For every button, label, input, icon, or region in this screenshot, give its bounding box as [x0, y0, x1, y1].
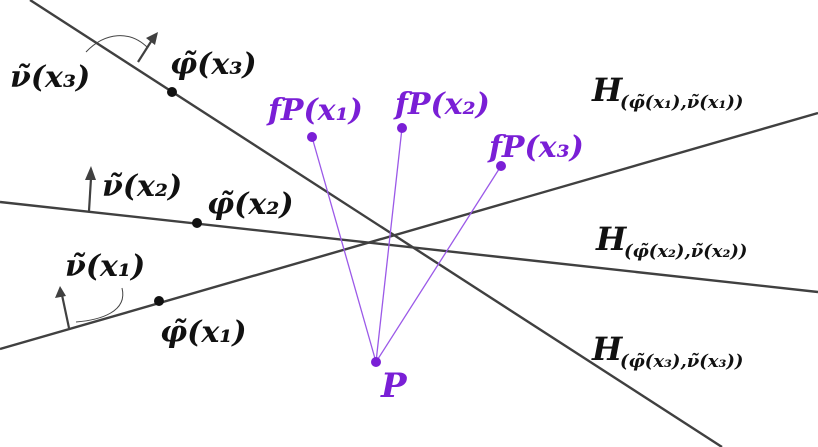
label-nu-x1: ν̃(x₁): [65, 249, 145, 284]
nu3-connector-arc: [85, 35, 149, 53]
label-H3: H (φ̃(x₃),ν̃(x₃)): [591, 330, 743, 372]
label-H1-main: H: [591, 71, 624, 109]
projection-line-1: [311, 136, 377, 363]
point-phi-x2: [192, 218, 202, 228]
normal-arrow-2: [85, 166, 96, 212]
point-fp-x3: [496, 161, 506, 171]
point-phi-x1: [154, 296, 164, 306]
hyperplane-line-3: [29, 0, 723, 447]
hyperplane-line-1: [0, 111, 818, 351]
point-fp-x2: [397, 123, 407, 133]
label-fp-x1: fP(x₁): [266, 93, 363, 128]
point-fp-x1: [307, 132, 317, 142]
label-P: P: [380, 366, 408, 406]
label-fp-x2: fP(x₂): [393, 87, 490, 122]
label-phi-x1: φ̃(x₁): [160, 315, 247, 350]
label-fp-x3: fP(x₃): [487, 130, 584, 165]
point-phi-x3: [167, 87, 177, 97]
hyperplane-line-2: [0, 200, 818, 294]
label-phi-x2: φ̃(x₂): [207, 187, 294, 222]
label-H2-sub: (φ̃(x₂),ν̃(x₂)): [624, 241, 747, 262]
label-phi-x3: φ̃(x₃): [170, 47, 257, 82]
label-H3-main: H: [591, 330, 624, 368]
label-H1: H (φ̃(x₁),ν̃(x₁)): [591, 71, 743, 113]
normal-arrow-3: [137, 32, 158, 63]
projection-line-3: [375, 165, 502, 363]
point-P: [371, 357, 381, 367]
label-H1-sub: (φ̃(x₁),ν̃(x₁)): [620, 92, 743, 113]
label-H2: H (φ̃(x₂),ν̃(x₂)): [595, 220, 747, 262]
label-nu-x2: ν̃(x₂): [102, 169, 182, 204]
label-H2-main: H: [595, 220, 628, 258]
label-nu-x3: ν̃(x₃): [10, 60, 90, 95]
label-H3-sub: (φ̃(x₃),ν̃(x₃)): [620, 351, 743, 372]
nu1-connector-arc: [75, 287, 124, 323]
normal-arrow-1: [55, 286, 71, 329]
projection-line-2: [375, 127, 403, 363]
